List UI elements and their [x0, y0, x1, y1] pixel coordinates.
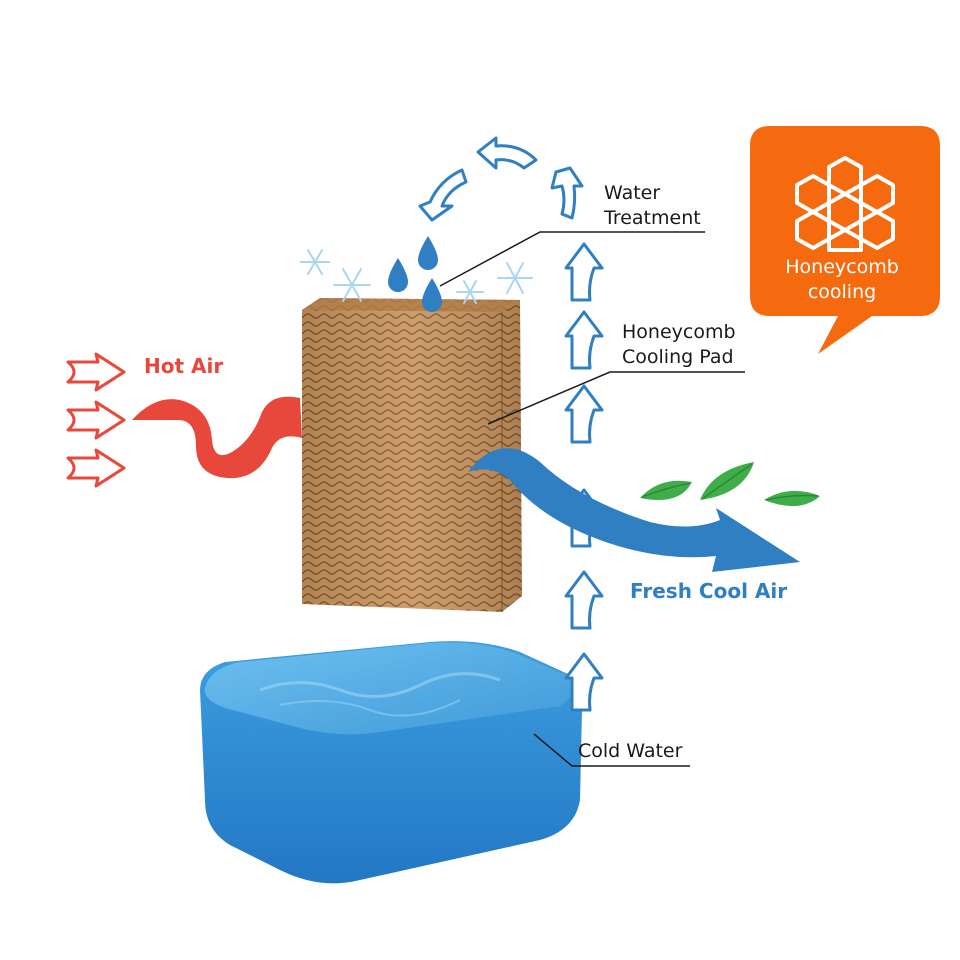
up-arrow-icon	[564, 652, 604, 712]
up-arrow-icon	[564, 384, 604, 444]
curved-arrow-icon	[476, 136, 538, 170]
water-drop-icon	[422, 278, 442, 312]
label-cooling-pad: Cooling Pad	[622, 346, 734, 368]
up-arrow-icon	[564, 570, 604, 630]
honeycomb-icon	[795, 156, 895, 252]
label-cold-water: Cold Water	[578, 740, 683, 762]
hot-arrow-icon	[66, 352, 126, 392]
label-fresh-cool-air: Fresh Cool Air	[630, 579, 787, 603]
hot-air-arrows	[66, 352, 126, 488]
label-hot-air: Hot Air	[144, 354, 223, 378]
leaf-icon	[764, 490, 820, 507]
label-treatment: Treatment	[603, 207, 701, 229]
hot-arrow-icon	[66, 400, 126, 440]
honeycomb-cooling-badge: Honeycomb cooling	[750, 126, 940, 354]
leader-line-water-treatment	[439, 231, 705, 287]
badge-line1: Honeycomb	[785, 256, 899, 278]
cool-air-flow	[468, 448, 800, 572]
snowflake-icon	[300, 249, 330, 275]
hot-arrow-icon	[66, 448, 126, 488]
hot-air-wave	[132, 396, 302, 479]
honeycomb-cooling-pad	[302, 298, 522, 612]
snowflake-icon	[456, 280, 484, 304]
curved-arrow-icon	[550, 166, 584, 220]
up-arrow-icon	[564, 242, 604, 302]
snowflake-icon	[497, 262, 533, 294]
curved-arrow-icon	[418, 168, 468, 222]
water-drop-icon	[388, 258, 408, 292]
up-arrow-icon	[564, 310, 604, 370]
label-honeycomb: Honeycomb	[622, 321, 736, 343]
snowflake-icon	[333, 268, 371, 302]
label-water: Water	[604, 182, 660, 204]
leader-line-pad	[487, 371, 745, 425]
leader-line-cold-water	[533, 733, 690, 767]
badge-line2: cooling	[808, 281, 876, 303]
water-drop-icon	[418, 236, 438, 270]
cold-water-basin	[200, 641, 583, 884]
